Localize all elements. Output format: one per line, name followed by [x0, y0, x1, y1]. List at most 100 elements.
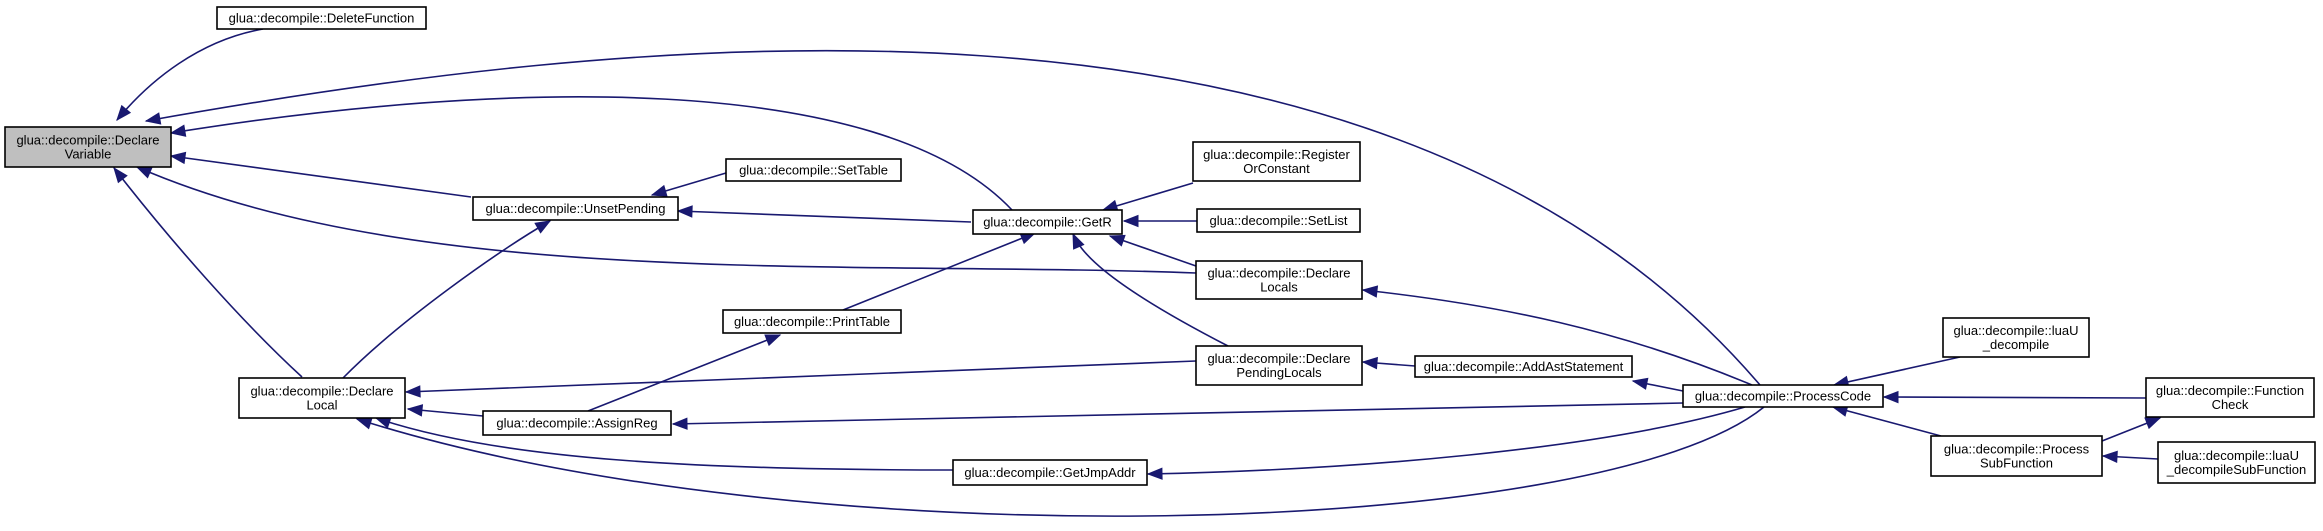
node-luau-decompile[interactable]: glua::decompile::luaU_decompile	[1942, 317, 2090, 358]
node-set-list[interactable]: glua::decompile::SetList	[1196, 208, 1361, 233]
node-box[interactable]	[1930, 435, 2103, 477]
edge-line	[170, 96, 1013, 211]
node-box[interactable]	[1196, 208, 1361, 233]
edge-line	[405, 360, 1197, 393]
edge-arrowhead	[169, 151, 187, 165]
node-box[interactable]	[1195, 345, 1363, 386]
edge-declare-local-to-unset-pending	[342, 220, 552, 379]
node-label-line: _decompile	[1982, 337, 2050, 352]
edge-arrowhead	[135, 166, 153, 179]
edge-line	[1833, 356, 1961, 386]
edge-process-code-to-declare-locals	[1361, 285, 1753, 386]
edge-assign-reg-to-declare-local	[406, 404, 484, 417]
node-luau-decompile-sub-function[interactable]: glua::decompile::luaU_decompileSubFuncti…	[2157, 441, 2316, 484]
node-label-line: glua::decompile::AddAstStatement	[1424, 359, 1624, 374]
node-box[interactable]	[972, 209, 1123, 235]
node-label-line: glua::decompile::AssignReg	[496, 416, 657, 431]
edge-arrowhead	[113, 166, 128, 184]
node-box[interactable]	[1192, 141, 1361, 182]
edge-line	[170, 155, 472, 198]
edge-unset-pending-to-declare-variable	[169, 151, 472, 198]
node-assign-reg[interactable]: glua::decompile::AssignReg	[482, 410, 672, 436]
edge-arrowhead	[404, 385, 421, 398]
edge-function-check-to-process-code	[1882, 390, 2147, 404]
node-box[interactable]	[722, 309, 902, 334]
node-label-line: glua::decompile::SetTable	[739, 163, 888, 178]
node-box[interactable]	[4, 126, 172, 168]
node-box[interactable]	[1414, 355, 1633, 378]
edge-process-code-to-get-jmp-addr	[1146, 406, 1746, 480]
edge-arrowhead	[676, 205, 693, 218]
node-label-line: glua::decompile::UnsetPending	[486, 201, 666, 216]
node-box[interactable]	[1942, 317, 2090, 358]
node-get-r[interactable]: glua::decompile::GetR	[972, 209, 1123, 235]
edge-arrowhead	[1146, 467, 1163, 480]
node-label-line: glua::decompile::PrintTable	[734, 314, 890, 329]
edge-arrowhead	[169, 124, 187, 137]
node-box[interactable]	[1195, 260, 1363, 300]
node-label-line: _decompileSubFunction	[2166, 462, 2306, 477]
edge-line	[1832, 406, 1942, 437]
edge-line	[1147, 406, 1746, 475]
edge-luau-decompile-to-process-code	[1832, 356, 1961, 388]
edge-luau-decompile-sub-function-to-process-sub-function	[2101, 450, 2159, 464]
edge-process-code-to-declare-local	[355, 406, 1765, 517]
edge-line	[375, 417, 954, 471]
node-box[interactable]	[482, 410, 672, 436]
edge-process-code-to-declare-variable	[144, 49, 1761, 386]
edge-process-sub-function-to-function-check	[2101, 417, 2162, 442]
edge-line	[1102, 182, 1194, 211]
edge-get-r-to-declare-variable	[169, 96, 1013, 211]
edge-arrowhead	[671, 417, 688, 430]
node-box[interactable]	[952, 459, 1148, 486]
edge-set-table-to-unset-pending	[650, 172, 727, 197]
node-label-line: glua::decompile::Declare	[1207, 351, 1350, 366]
node-box[interactable]	[725, 158, 902, 182]
edge-line	[1109, 235, 1197, 267]
edge-arrowhead	[1361, 356, 1378, 370]
edge-line	[587, 334, 781, 412]
node-get-jmp-addr[interactable]: glua::decompile::GetJmpAddr	[952, 459, 1148, 486]
node-label-line: glua::decompile::DeleteFunction	[229, 11, 415, 26]
node-box[interactable]	[216, 6, 427, 30]
edge-process-code-to-add-ast-statement	[1631, 377, 1684, 392]
node-label-line: glua::decompile::Declare	[250, 384, 393, 399]
node-add-ast-statement[interactable]: glua::decompile::AddAstStatement	[1414, 355, 1633, 378]
edge-arrowhead	[1361, 285, 1379, 298]
edge-line	[136, 166, 1197, 274]
node-box[interactable]	[2145, 377, 2315, 418]
node-box[interactable]	[2157, 441, 2316, 484]
node-label-line: PendingLocals	[1236, 365, 1322, 380]
edge-line	[672, 402, 1684, 425]
node-label-line: glua::decompile::Register	[1203, 147, 1350, 162]
node-process-code[interactable]: glua::decompile::ProcessCode	[1682, 384, 1884, 408]
node-box[interactable]	[1682, 384, 1884, 408]
node-label-line: OrConstant	[1243, 161, 1310, 176]
node-print-table[interactable]: glua::decompile::PrintTable	[722, 309, 902, 334]
edge-assign-reg-to-print-table	[587, 334, 782, 412]
node-delete-function[interactable]: glua::decompile::DeleteFunction	[216, 6, 427, 30]
node-set-table[interactable]: glua::decompile::SetTable	[725, 158, 902, 182]
edge-line	[1883, 396, 2147, 399]
edge-arrowhead	[764, 334, 782, 347]
edge-arrowhead	[355, 417, 373, 430]
edge-line	[116, 28, 264, 121]
edge-line	[113, 167, 303, 378]
node-box[interactable]	[238, 377, 406, 419]
edge-line	[1362, 289, 1753, 386]
node-unset-pending[interactable]: glua::decompile::UnsetPending	[472, 196, 679, 221]
edge-arrowhead	[1631, 377, 1649, 390]
node-box[interactable]	[472, 196, 679, 221]
node-label-line: Locals	[1260, 280, 1298, 295]
edge-arrowhead	[2144, 417, 2162, 430]
node-label-line: Variable	[65, 147, 112, 162]
node-label-line: Local	[306, 398, 337, 413]
